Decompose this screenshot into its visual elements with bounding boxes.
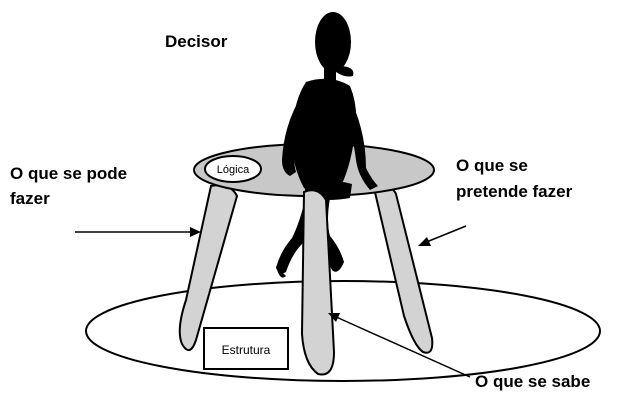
head	[315, 12, 351, 72]
arrow-pretende	[418, 226, 466, 246]
pode-label-line1: O que se pode	[10, 164, 127, 183]
base-ellipse	[86, 281, 600, 381]
sabe-label: O que se sabe	[475, 372, 590, 391]
stool-leg-center	[302, 190, 334, 374]
pode-label-line2: fazer	[10, 189, 50, 208]
arrow-pode	[75, 227, 201, 237]
decisor-label: Decisor	[165, 32, 228, 51]
pretende-label-line1: O que se	[456, 156, 528, 175]
logica-label: Lógica	[217, 164, 250, 176]
estrutura-label: Estrutura	[222, 343, 271, 357]
pretende-label-line2: pretende fazer	[456, 182, 573, 201]
